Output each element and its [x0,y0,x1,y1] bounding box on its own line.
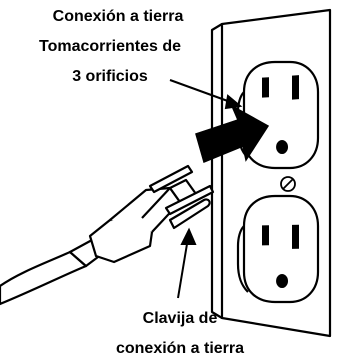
label-outlet-holes: 3 orificios [72,68,148,85]
label-outlet-type: Tomacorrientes de [39,38,181,55]
upper-receptacle [236,60,320,170]
label-ground-connection: Conexión a tierra [52,8,184,25]
cover-screw-icon [280,176,296,192]
leader-lines [169,79,243,299]
insertion-arrow-icon [195,104,270,164]
three-prong-plug-icon [0,164,215,306]
label-ground-pin-line1: Clavija de [142,310,218,327]
lower-receptacle [236,194,320,304]
label-ground-pin-line2: conexión a tierra [115,340,245,357]
